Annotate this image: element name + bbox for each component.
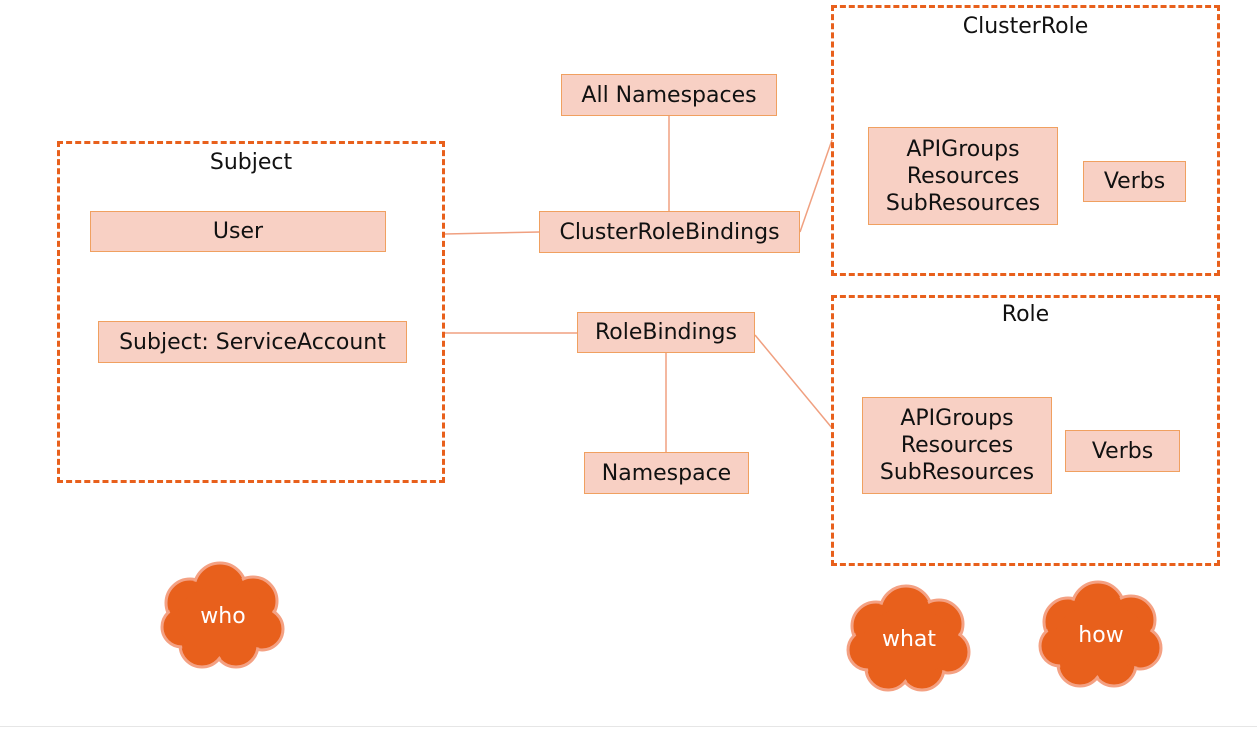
what-label: what xyxy=(881,626,937,652)
what-cloud: what xyxy=(844,584,974,694)
user-node: User xyxy=(90,211,386,252)
subject-group: Subject xyxy=(57,141,445,483)
service-account-node: Subject: ServiceAccount xyxy=(98,321,407,363)
how-label: how xyxy=(1078,622,1124,648)
cloud-shape-icon xyxy=(846,584,971,692)
bottom-divider xyxy=(0,726,1257,727)
connector-rolebindings-to-role xyxy=(754,334,833,429)
connector-clusterrolebindings-to-clusterrole xyxy=(799,139,833,233)
clusterrole-rules-node: APIGroups Resources SubResources xyxy=(868,127,1058,225)
namespace-node: Namespace xyxy=(584,452,749,494)
role-group-title: Role xyxy=(1001,302,1050,327)
subject-group-title: Subject xyxy=(209,150,293,175)
all-namespaces-node: All Namespaces xyxy=(561,74,777,116)
cluster-role-bindings-node: ClusterRoleBindings xyxy=(539,211,800,253)
connector-subject-to-clusterrolebindings xyxy=(444,231,540,235)
cloud-shape-icon xyxy=(160,561,285,669)
role-verbs-node: Verbs xyxy=(1065,430,1180,472)
role-group: Role xyxy=(831,295,1220,566)
who-cloud: who xyxy=(158,561,288,671)
role-rules-node: APIGroups Resources SubResources xyxy=(862,397,1052,494)
clusterrole-group: ClusterRole xyxy=(831,5,1220,276)
how-cloud: how xyxy=(1036,580,1166,690)
who-label: who xyxy=(200,603,246,629)
clusterrole-verbs-node: Verbs xyxy=(1083,161,1186,202)
role-bindings-node: RoleBindings xyxy=(577,312,755,353)
clusterrole-group-title: ClusterRole xyxy=(962,14,1089,39)
cloud-shape-icon xyxy=(1038,580,1163,688)
